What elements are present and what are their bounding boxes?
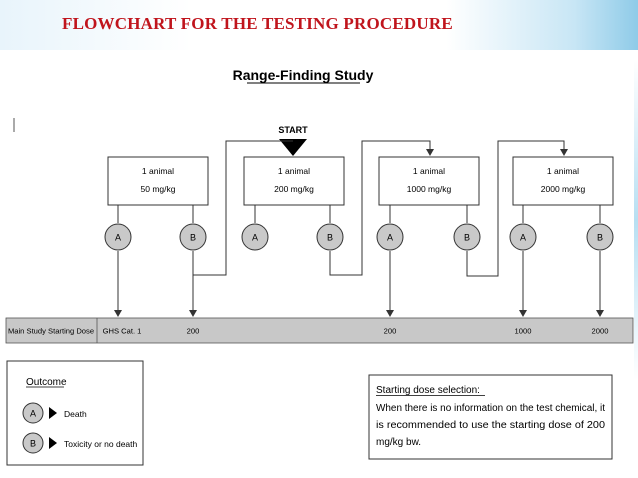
dose-box-dose-label: 2000 mg/kg	[541, 184, 586, 194]
dose-box-animal-label: 1 animal	[278, 166, 310, 176]
dose-box-2000: 1 animal 2000 mg/kg	[512, 156, 614, 206]
outcome-circle-a: A	[376, 223, 404, 251]
svg-text:A: A	[115, 233, 121, 243]
note-title: Starting dose selection:	[376, 385, 480, 396]
outcome-circle-a: A	[509, 223, 537, 251]
dose-box-dose-label: 200 mg/kg	[274, 184, 314, 194]
note-line: is recommended to use the starting dose …	[376, 420, 605, 431]
svg-text:A: A	[252, 233, 258, 243]
start-label: START	[278, 125, 308, 135]
note-line: When there is no information on the test…	[376, 403, 605, 414]
dose-box-animal-label: 1 animal	[547, 166, 579, 176]
outcome-circle-a: A	[104, 223, 132, 251]
start-arrow-icon	[279, 139, 307, 156]
outcome-circle-b: B	[586, 223, 614, 251]
outcome-to-dose-arrows	[114, 251, 604, 317]
outcome-circle-b: B	[453, 223, 481, 251]
dose-box-50: 1 animal 50 mg/kg	[107, 156, 209, 206]
dose-box-200: 1 animal 200 mg/kg	[243, 156, 345, 206]
legend-title: Outcome	[26, 377, 67, 388]
decorative-side-strip	[634, 60, 638, 380]
outcome-circle-b: B	[179, 223, 207, 251]
starting-dose-note: Starting dose selection: When there is n…	[368, 374, 613, 460]
legend-circle-b	[22, 432, 44, 454]
legend-circle-a	[22, 402, 44, 424]
bar-value: 200	[187, 327, 200, 336]
box-to-outcome-lines	[117, 205, 601, 223]
svg-text:A: A	[387, 233, 393, 243]
dose-box-1000: 1 animal 1000 mg/kg	[378, 156, 480, 206]
subtitle: Range-Finding Study	[233, 67, 374, 83]
outcome-legend: Outcome A Death B Toxicity or no death	[6, 360, 144, 466]
note-line: mg/kg bw.	[376, 437, 421, 448]
bar-label: Main Study Starting Dose	[8, 327, 94, 336]
legend-arrow-icon	[49, 437, 57, 449]
outcome-circle-a: A	[241, 223, 269, 251]
bar-value: 200	[384, 327, 397, 336]
dose-box-animal-label: 1 animal	[413, 166, 445, 176]
dose-box-dose-label: 1000 mg/kg	[407, 184, 452, 194]
legend-arrow-icon	[49, 407, 57, 419]
outcome-circle-b: B	[316, 223, 344, 251]
svg-text:A: A	[520, 233, 526, 243]
slide-title: FLOWCHART FOR THE TESTING PROCEDURE	[62, 14, 453, 33]
dose-box-dose-label: 50 mg/kg	[141, 184, 176, 194]
svg-text:B: B	[597, 233, 603, 243]
legend-b-text: Toxicity or no death	[64, 439, 138, 449]
svg-text:B: B	[190, 233, 196, 243]
header-band	[0, 0, 638, 50]
svg-text:A: A	[30, 409, 36, 419]
bar-value: 1000	[515, 327, 532, 336]
bar-value: 2000	[592, 327, 609, 336]
bar-value: GHS Cat. 1	[103, 327, 142, 336]
main-study-dose-bar: Main Study Starting Dose GHS Cat. 1 200 …	[5, 317, 634, 344]
dose-box-animal-label: 1 animal	[142, 166, 174, 176]
svg-text:B: B	[464, 233, 470, 243]
legend-a-text: Death	[64, 409, 87, 419]
svg-text:B: B	[327, 233, 333, 243]
svg-text:B: B	[30, 439, 36, 449]
